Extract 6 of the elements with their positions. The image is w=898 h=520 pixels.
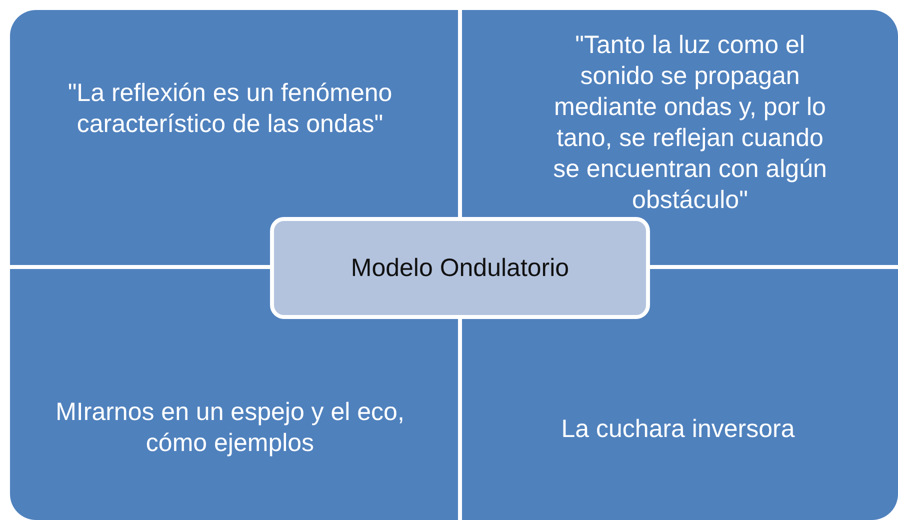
quadrant-text: La cuchara inversora (560, 414, 796, 445)
quadrant-text: "Tanto la luz como el sonido se propagan mediante ondas y, por lo tano, se reflejan cuando se encuentran con algún obstáculo" (552, 30, 828, 216)
center-title: Modelo Ondulatorio (350, 254, 570, 282)
quadrant-text: MIrarnos en un espejo y el eco, cómo ejemplos (54, 397, 406, 459)
quadrant-text: "La reflexión es un fenómeno característico de las ondas" (66, 78, 394, 140)
center-box (270, 217, 650, 319)
